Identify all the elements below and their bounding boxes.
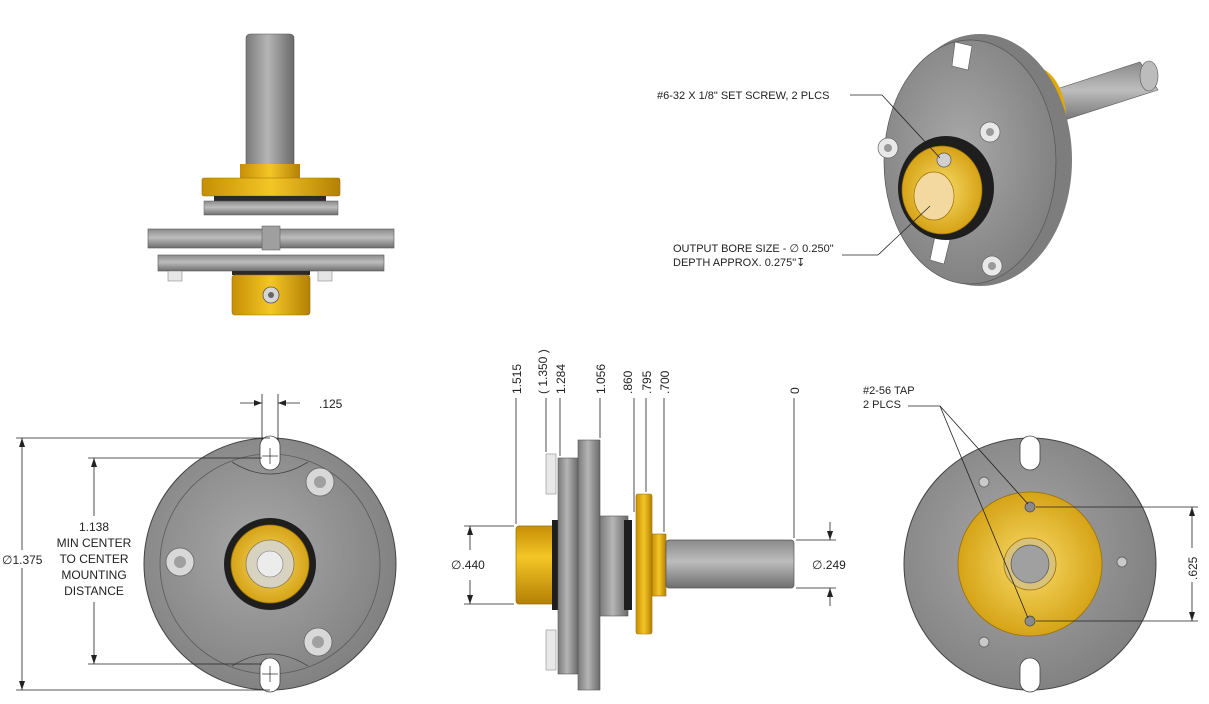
hub-flange — [201, 177, 341, 197]
o-ring-lower — [232, 271, 310, 275]
back-hole-2 — [1116, 556, 1128, 568]
tap-hole-top — [1024, 501, 1036, 513]
side-housing — [599, 515, 629, 617]
iso-slot-top — [951, 41, 973, 71]
station-1515: 1.515 — [510, 364, 524, 394]
hole-spacing-dim: .625 — [1186, 556, 1200, 580]
side-mounting-plate — [577, 439, 601, 691]
shaft-diameter-dim: ∅.249 — [812, 558, 846, 572]
tap-note-line1: #2-56 TAP — [863, 385, 915, 397]
back-slot-bottom — [1019, 657, 1041, 693]
side-base-plate — [557, 457, 579, 675]
shaft — [245, 33, 295, 173]
back-hole-1 — [978, 476, 990, 488]
side-screw-bottom — [545, 629, 557, 671]
station-795: .795 — [640, 370, 654, 394]
housing-upper — [203, 200, 339, 216]
mounting-note-4: MOUNTING — [61, 568, 126, 582]
slot-tab — [261, 225, 281, 251]
outer-diameter-dim: ∅1.375 — [2, 553, 43, 567]
screw-head-left — [167, 270, 183, 282]
station-1284: 1.284 — [554, 364, 568, 394]
set-screw-note: #6-32 X 1/8" SET SCREW, 2 PLCS — [657, 90, 829, 102]
iso-shaft-end — [1139, 60, 1159, 92]
tap-note-line2: 2 PLCS — [863, 399, 901, 411]
iso-set-screw — [936, 152, 952, 168]
slot-width-dim: .125 — [319, 397, 343, 411]
back-bore — [1010, 544, 1050, 584]
mounting-note-2: MIN CENTER — [57, 536, 132, 550]
station-1350: ( 1.350 ) — [536, 349, 550, 394]
back-slot-top — [1019, 435, 1041, 471]
side-view: 1.515 ( 1.350 ) 1.284 1.056 .860 .795 .7… — [451, 349, 846, 691]
mounting-note-1: 1.138 — [79, 520, 109, 534]
mounting-note-3: TO CENTER — [59, 552, 128, 566]
iso-bore — [913, 171, 955, 221]
tap-hole-bottom — [1024, 615, 1036, 627]
collar-upper — [240, 164, 300, 178]
station-1056: 1.056 — [594, 364, 608, 394]
station-0: 0 — [788, 387, 802, 394]
side-o-ring-left — [552, 520, 560, 610]
set-screw-socket — [268, 292, 274, 298]
screw-head-right — [317, 270, 333, 282]
left-diameter-dim: ∅.440 — [451, 558, 485, 572]
station-700: .700 — [658, 370, 672, 394]
side-hub-step — [651, 533, 667, 597]
o-ring — [214, 196, 326, 201]
back-hole-3 — [978, 636, 990, 648]
bore-note-line2: DEPTH APPROX. 0.275"↧ — [673, 257, 805, 269]
station-860: .860 — [621, 370, 635, 394]
back-view: #2-56 TAP 2 PLCS .625 — [863, 385, 1200, 693]
side-collar — [515, 525, 557, 605]
side-shaft — [665, 539, 795, 589]
side-hub-flange — [635, 493, 653, 635]
front-view: .125 ∅1.375 1.138 MIN CENTER TO CENTER M… — [0, 394, 397, 693]
mounting-note-5: DISTANCE — [64, 584, 124, 598]
isometric-view: #6-32 X 1/8" SET SCREW, 2 PLCS OUTPUT BO… — [657, 34, 1159, 286]
side-screw-top — [545, 453, 557, 495]
base-plate — [157, 254, 385, 272]
side-o-ring-right — [624, 520, 632, 610]
bore-note-line1: OUTPUT BORE SIZE - ∅ 0.250" — [673, 243, 834, 255]
elevation-view — [147, 33, 395, 316]
